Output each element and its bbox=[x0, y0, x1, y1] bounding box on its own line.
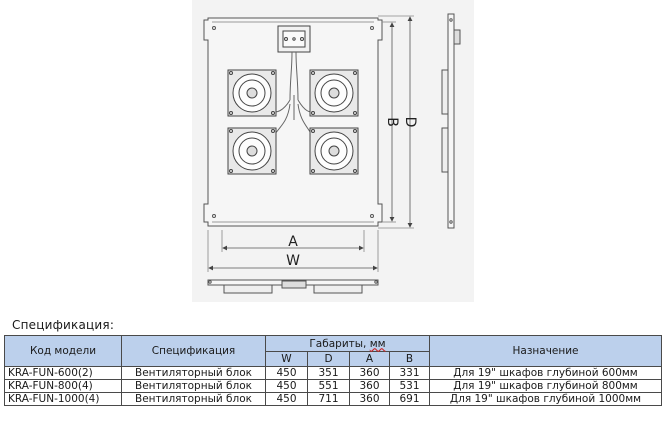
col-header-model: Код модели bbox=[4, 335, 122, 367]
fan-icon bbox=[309, 69, 359, 117]
cell-purpose: Для 19" шкафов глубиной 1000мм bbox=[429, 392, 662, 406]
cell-spec: Вентиляторный блок bbox=[121, 392, 266, 406]
col-header-d: D bbox=[307, 351, 350, 367]
dimension-a-label: A bbox=[288, 234, 298, 250]
side-view bbox=[441, 13, 461, 229]
dimension-b-label: B bbox=[384, 117, 400, 127]
cell-purpose: Для 19" шкафов глубиной 800мм bbox=[429, 379, 662, 393]
col-header-w: W bbox=[265, 351, 308, 367]
cell-d: 711 bbox=[307, 392, 350, 406]
col-header-purpose: Назначение bbox=[429, 335, 662, 367]
cell-a: 360 bbox=[349, 366, 390, 380]
col-header-b: B bbox=[389, 351, 430, 367]
cell-d: 351 bbox=[307, 366, 350, 380]
cell-b: 691 bbox=[389, 392, 430, 406]
cell-a: 360 bbox=[349, 392, 390, 406]
cell-d: 551 bbox=[307, 379, 350, 393]
cell-w: 450 bbox=[265, 366, 308, 380]
spec-table: Код модели Спецификация Габариты, мм Наз… bbox=[4, 335, 662, 406]
dimensions-prefix: Габариты, bbox=[309, 337, 370, 350]
front-view bbox=[207, 279, 379, 294]
cell-b: 531 bbox=[389, 379, 430, 393]
table-row: KRA-FUN-800(4) Вентиляторный блок 450 55… bbox=[4, 379, 662, 393]
cell-w: 450 bbox=[265, 392, 308, 406]
cell-model: KRA-FUN-1000(4) bbox=[4, 392, 122, 406]
spec-title: Спецификация: bbox=[12, 318, 115, 332]
dimension-a bbox=[221, 230, 365, 252]
cell-model: KRA-FUN-600(2) bbox=[4, 366, 122, 380]
fan-icon bbox=[227, 127, 277, 175]
dimension-b bbox=[382, 21, 396, 223]
technical-drawing: A W B D bbox=[192, 0, 474, 302]
col-header-dimensions: Габариты, мм bbox=[265, 335, 430, 352]
col-header-a: A bbox=[349, 351, 390, 367]
cell-model: KRA-FUN-800(4) bbox=[4, 379, 122, 393]
subheader-row: W D A B bbox=[5, 351, 662, 367]
col-header-spec: Спецификация bbox=[121, 335, 266, 367]
cell-b: 331 bbox=[389, 366, 430, 380]
table-row: KRA-FUN-1000(4) Вентиляторный блок 450 7… bbox=[4, 392, 662, 406]
dimension-w-label: W bbox=[286, 253, 300, 269]
cell-spec: Вентиляторный блок bbox=[121, 379, 266, 393]
dimension-w bbox=[207, 230, 379, 272]
junction-box bbox=[277, 25, 311, 53]
cell-spec: Вентиляторный блок bbox=[121, 366, 266, 380]
cell-w: 450 bbox=[265, 379, 308, 393]
cell-purpose: Для 19" шкафов глубиной 600мм bbox=[429, 366, 662, 380]
table-row: KRA-FUN-600(2) Вентиляторный блок 450 35… bbox=[4, 366, 662, 380]
fan-unit-drawing: A W B D bbox=[203, 13, 461, 294]
fan-icon bbox=[227, 69, 277, 117]
dimensions-unit: мм bbox=[369, 337, 386, 350]
dimension-d-label: D bbox=[402, 117, 418, 128]
cell-a: 360 bbox=[349, 379, 390, 393]
header-row: Код модели Спецификация Габариты, мм Наз… bbox=[4, 335, 662, 367]
dimension-d bbox=[378, 15, 414, 229]
fan-icon bbox=[309, 127, 359, 175]
